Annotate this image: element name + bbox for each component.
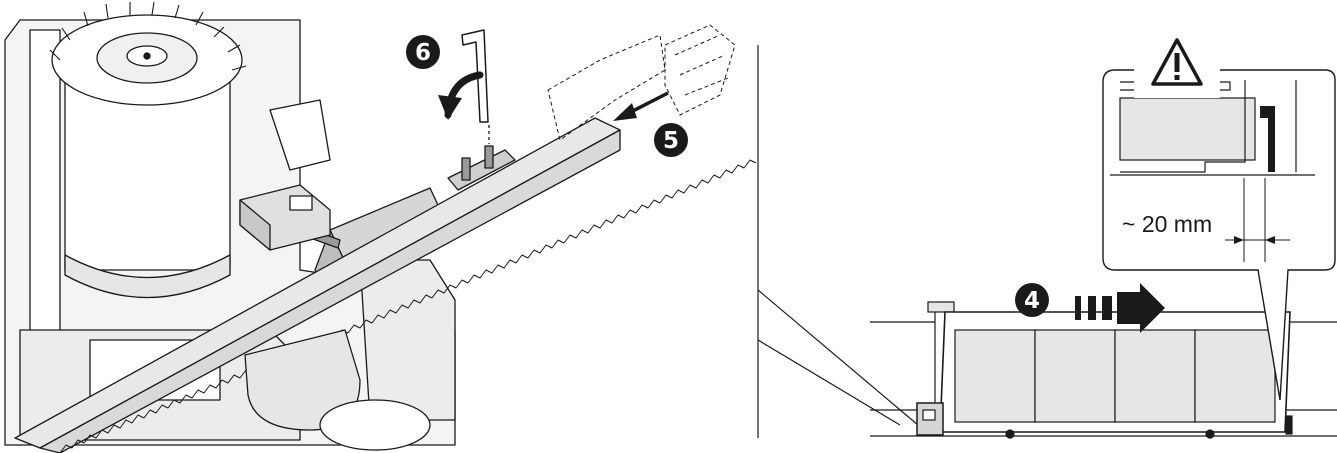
gate-panel-3	[1114, 329, 1196, 423]
motor	[49, 1, 247, 299]
gate-wheel-1	[1005, 429, 1015, 439]
gate-wheel-2	[1205, 429, 1215, 439]
detail-gate-corner	[1119, 97, 1256, 161]
housing-right-box	[359, 259, 456, 421]
rack-ghost-position	[547, 24, 736, 141]
step-number-4: 4	[1024, 288, 1040, 314]
rack-front-face	[39, 129, 621, 453]
gear-rack	[14, 117, 757, 453]
gate-motor-window	[922, 409, 936, 421]
limit-switch-label	[289, 195, 313, 211]
limit-switch-side	[239, 199, 271, 251]
step-number-6: 6	[415, 40, 431, 66]
direction-arrow-icon	[613, 91, 669, 121]
step-badge-4: 4	[1015, 283, 1049, 317]
clamp-screw-left	[461, 157, 471, 181]
end-stop	[1285, 415, 1293, 435]
gate-panel-1	[954, 329, 1036, 423]
hex-key	[461, 29, 489, 123]
detail-stopper	[1260, 106, 1275, 172]
motor-base-ring	[64, 254, 231, 299]
warning-triangle-icon	[1134, 38, 1220, 98]
heatsink-fins	[49, 1, 247, 71]
step-number-5: 5	[663, 128, 679, 154]
dimension-label: ~ 20 mm	[1122, 211, 1212, 237]
gate-post-left-cap	[927, 301, 955, 313]
step-badge-6: 6	[406, 35, 440, 69]
detail-frame-lines	[1110, 80, 1315, 176]
drive-cover	[244, 329, 361, 431]
gate-panel-4	[1194, 329, 1276, 423]
rack-clamp	[447, 125, 516, 191]
adjustment-assembly	[239, 184, 446, 301]
limit-switch-bracket	[269, 99, 331, 171]
bottom-pulley	[319, 399, 431, 451]
perspective-line-2	[757, 339, 901, 426]
dimension-arrow-left	[1234, 236, 1244, 244]
sliding-gate	[939, 311, 1291, 439]
rotate-arrow-icon	[438, 71, 484, 120]
dimension-arrow-right	[1265, 236, 1275, 244]
rack-teeth	[59, 159, 757, 453]
clamp-screw-right	[484, 145, 494, 169]
motor-shaft-center	[143, 52, 151, 60]
motion-arrow-icon	[1075, 283, 1165, 333]
gate-scene	[757, 45, 1337, 439]
motor-rack-illustration	[4, 1, 757, 453]
step-badge-5: 5	[654, 123, 688, 157]
perspective-line	[757, 289, 919, 426]
gate-panel-2	[1034, 329, 1116, 423]
